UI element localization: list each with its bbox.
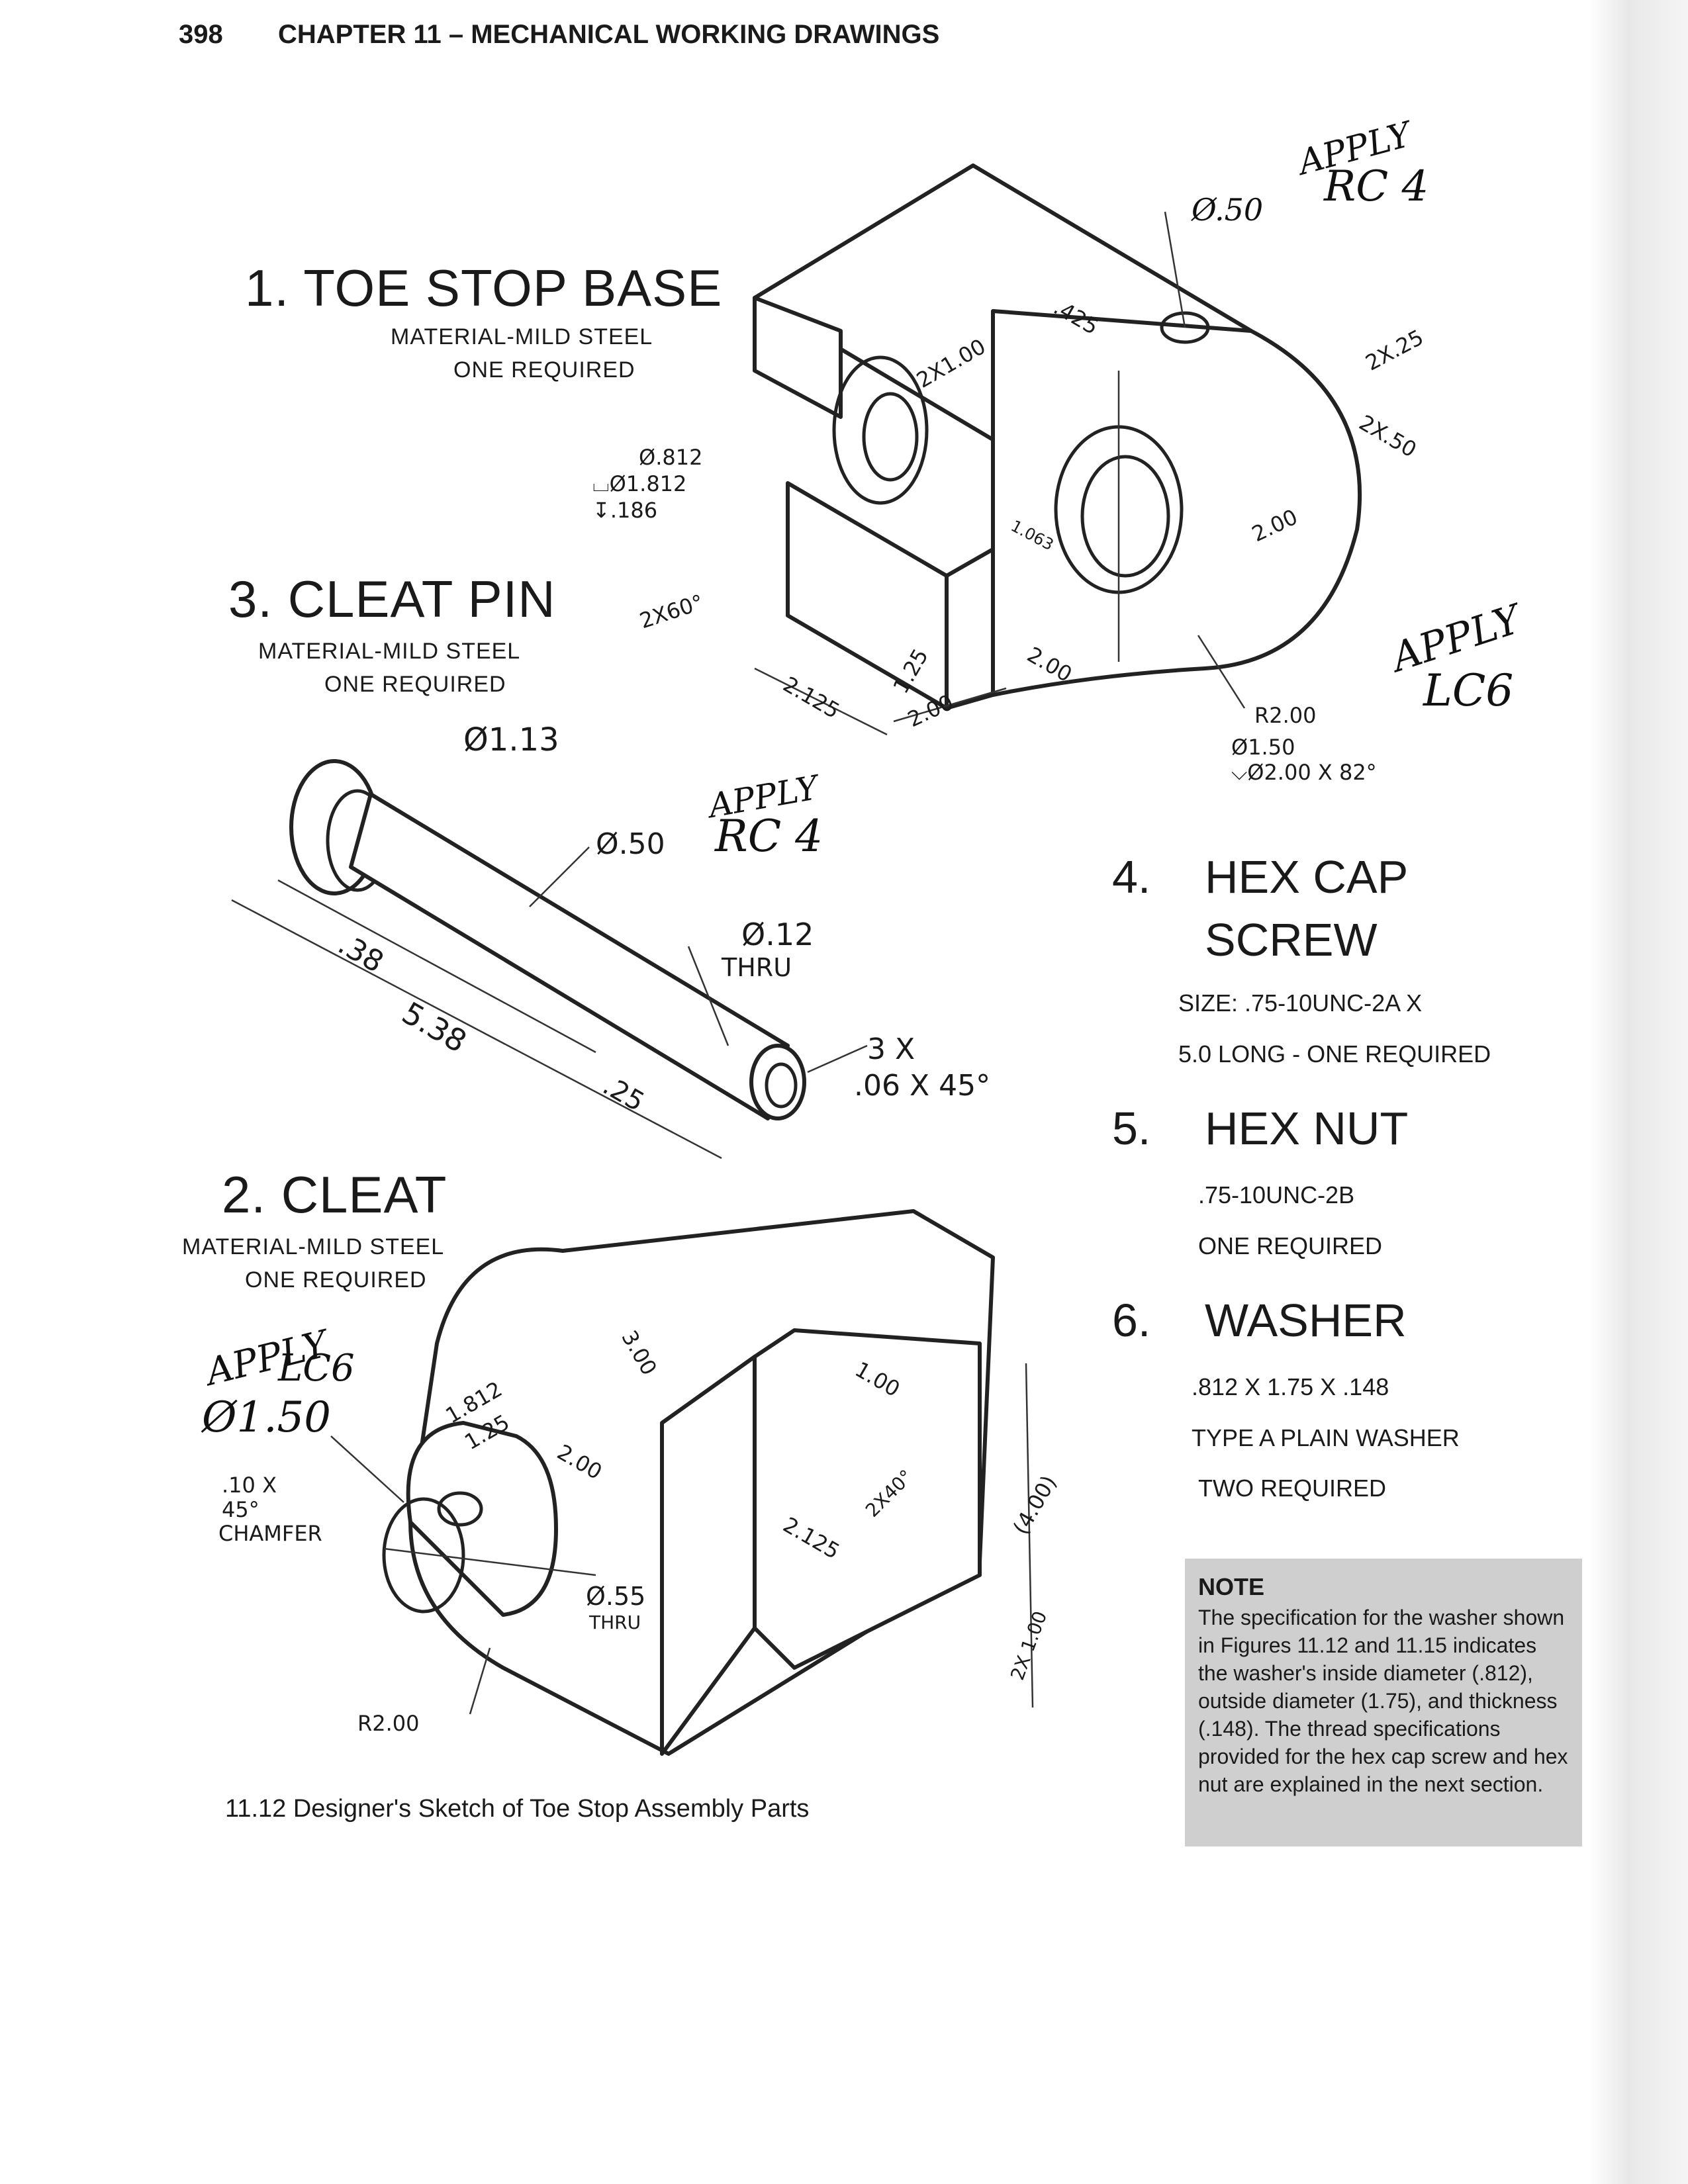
note-title: NOTE bbox=[1198, 1573, 1265, 1600]
part6-heading: WASHER bbox=[1205, 1295, 1407, 1346]
cleat-hole bbox=[437, 1491, 483, 1527]
part3-dim-50: Ø.50 bbox=[596, 827, 665, 861]
part2-quantity: ONE REQUIRED bbox=[245, 1267, 427, 1293]
part3-thru: THRU bbox=[722, 953, 792, 982]
cleat-front-face bbox=[660, 1355, 757, 1756]
part2-chamfer-angle: 45° bbox=[222, 1497, 259, 1522]
toe-stop-base-cbore-inner bbox=[862, 392, 919, 482]
cleat-pin-leader bbox=[529, 846, 590, 907]
part2-dim-55: Ø.55 bbox=[586, 1582, 646, 1611]
toe-stop-base-upright-face bbox=[945, 547, 995, 710]
part2-heading: 2. CLEAT bbox=[222, 1165, 447, 1224]
part1-cbore-dia: Ø.812 bbox=[639, 445, 703, 470]
toe-stop-base-leader bbox=[1164, 211, 1186, 328]
part3-dim-12: Ø.12 bbox=[741, 917, 814, 952]
cleat-leader bbox=[330, 1435, 404, 1503]
part1-radius: R2.00 bbox=[1254, 703, 1317, 728]
chapter-title: CHAPTER 11 – MECHANICAL WORKING DRAWINGS bbox=[278, 20, 940, 49]
toe-stop-base-dim-line bbox=[893, 687, 1007, 723]
toe-stop-base-bore-inner bbox=[1080, 455, 1170, 578]
part3-material: MATERIAL-MILD STEEL bbox=[258, 639, 521, 664]
part1-csk-dia: Ø1.50 bbox=[1231, 735, 1295, 760]
part1-cbore-depth: ↧.186 bbox=[592, 498, 658, 523]
cleat-boss bbox=[406, 1421, 558, 1617]
part2-chamfer-size: .10 X bbox=[222, 1473, 277, 1498]
part2-chamfer-label: CHAMFER bbox=[218, 1521, 322, 1546]
part4-number: 4. bbox=[1112, 851, 1151, 903]
note-box: NOTE The specification for the washer sh… bbox=[1185, 1559, 1582, 1846]
part6-spec-line3: TWO REQUIRED bbox=[1198, 1475, 1386, 1502]
cleat-pin-dim-line bbox=[277, 879, 596, 1054]
cleat-pin-shaft bbox=[349, 792, 790, 1120]
part2-radius: R2.00 bbox=[357, 1711, 420, 1736]
part6-spec-line2: TYPE A PLAIN WASHER bbox=[1192, 1424, 1460, 1451]
part3-fit-note: RC 4 bbox=[715, 811, 823, 862]
cleat-center-line bbox=[383, 1547, 596, 1576]
part6-number: 6. bbox=[1112, 1295, 1151, 1346]
toe-stop-base-left-face bbox=[753, 296, 843, 419]
scan-page-edge-shadow bbox=[1589, 0, 1688, 2184]
cleat-pin-dim-line bbox=[231, 899, 722, 1160]
part5-number: 5. bbox=[1112, 1103, 1151, 1154]
cleat-drawing bbox=[330, 1209, 1034, 1756]
part2-fit-note: LC6 bbox=[278, 1347, 355, 1390]
cleat-dim-line bbox=[1025, 1363, 1034, 1708]
toe-stop-base-boss-face bbox=[991, 309, 1362, 697]
part2-material: MATERIAL-MILD STEEL bbox=[182, 1234, 445, 1259]
part1-fit-note-2: LC6 bbox=[1423, 665, 1514, 716]
part2-dia-note: Ø1.50 bbox=[202, 1393, 331, 1442]
toe-stop-base-dim-line bbox=[754, 667, 888, 736]
part3-dim-113: Ø1.13 bbox=[463, 721, 559, 758]
toe-stop-base-drawing bbox=[753, 163, 1362, 736]
part5-heading: HEX NUT bbox=[1205, 1103, 1409, 1154]
part1-heading: 1. TOE STOP BASE bbox=[245, 259, 723, 317]
part2-thru: THRU bbox=[589, 1612, 641, 1633]
cleat-boss-face bbox=[382, 1497, 465, 1614]
part4-heading-line1: HEX CAP bbox=[1205, 851, 1409, 903]
part6-spec-line1: .812 X 1.75 X .148 bbox=[1192, 1373, 1389, 1400]
page-number: 398 bbox=[179, 20, 223, 49]
cleat-pin-leader bbox=[807, 1044, 868, 1073]
part5-spec-line1: .75-10UNC-2B bbox=[1198, 1181, 1355, 1208]
part1-material: MATERIAL-MILD STEEL bbox=[391, 324, 653, 349]
cleat-pin-leader bbox=[687, 946, 729, 1046]
part5-spec-line2: ONE REQUIRED bbox=[1198, 1232, 1383, 1259]
part3-chamfer-spec: .06 X 45° bbox=[854, 1069, 991, 1103]
part3-chamfer-count: 3 X bbox=[867, 1032, 915, 1066]
cleat-pin-end-inner bbox=[765, 1062, 798, 1109]
part3-quantity: ONE REQUIRED bbox=[324, 672, 506, 697]
cleat-leader bbox=[469, 1647, 491, 1715]
part4-spec-line1: SIZE: .75-10UNC-2A X bbox=[1178, 989, 1423, 1017]
part1-cbore-depth-dia: ⌴Ø1.812 bbox=[592, 471, 687, 496]
part4-spec-line2: 5.0 LONG - ONE REQUIRED bbox=[1178, 1040, 1491, 1068]
part1-hole-dia: Ø.50 bbox=[1192, 192, 1264, 228]
toe-stop-base-cbore bbox=[832, 355, 929, 505]
part3-heading: 3. CLEAT PIN bbox=[228, 570, 556, 628]
toe-stop-base-top-hole bbox=[1160, 311, 1210, 344]
cleat-pin-drawing bbox=[231, 759, 868, 1160]
note-text: The specification for the washer shown i… bbox=[1198, 1606, 1568, 1796]
figure-caption: 11.12 Designer's Sketch of Toe Stop Asse… bbox=[225, 1795, 810, 1823]
part1-csk-spec: ⌵Ø2.00 X 82° bbox=[1231, 760, 1377, 785]
part4-heading-line2: SCREW bbox=[1205, 914, 1378, 966]
part1-fit-note: RC 4 bbox=[1324, 162, 1429, 211]
toe-stop-base-leader bbox=[1197, 635, 1246, 709]
part1-quantity: ONE REQUIRED bbox=[453, 357, 635, 383]
